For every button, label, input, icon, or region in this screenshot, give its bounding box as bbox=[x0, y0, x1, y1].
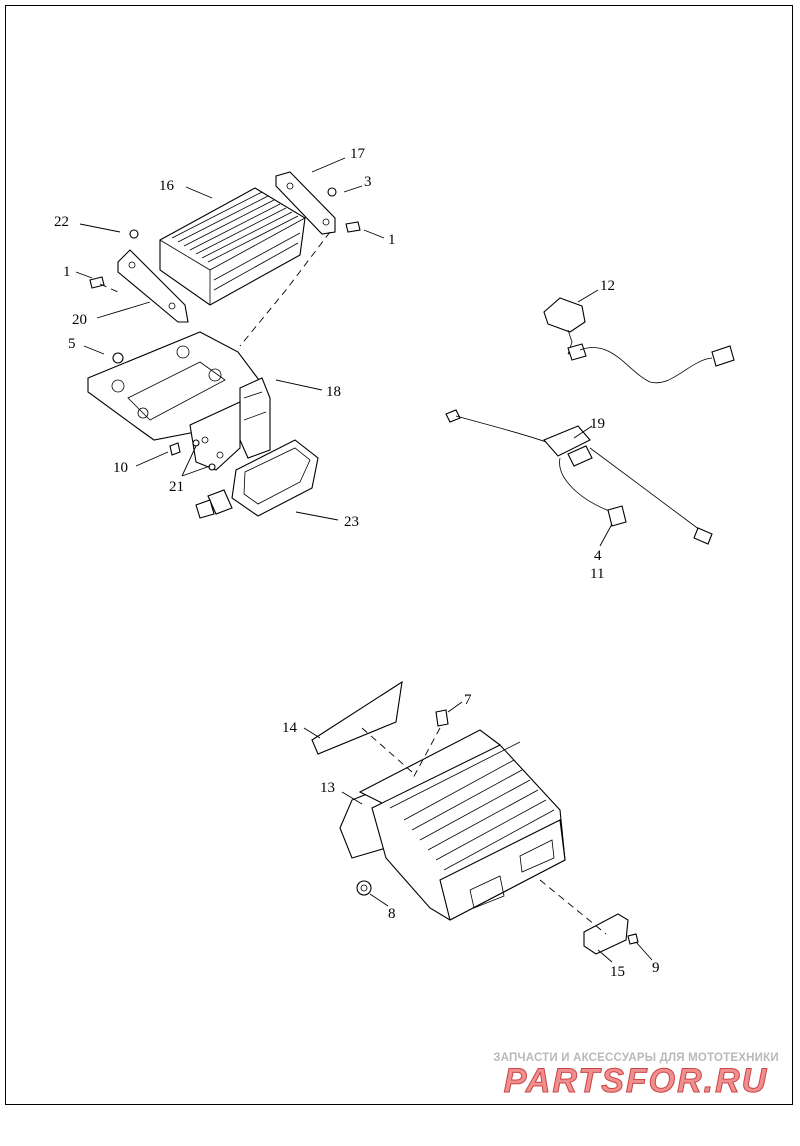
bracket-part-18 bbox=[239, 377, 271, 459]
callout-20: 20 bbox=[72, 312, 87, 328]
panel-part-14 bbox=[311, 680, 403, 755]
watermark-logo: PARTSFOR.RU bbox=[503, 1062, 769, 1101]
screw-part-9 bbox=[627, 933, 639, 945]
nut-part-8 bbox=[356, 880, 372, 896]
callout-11: 11 bbox=[590, 566, 604, 582]
lower-bracket-plate bbox=[189, 401, 241, 471]
bracket-part-17 bbox=[275, 171, 336, 235]
callout-17: 17 bbox=[350, 146, 366, 162]
callout-21: 21 bbox=[169, 479, 184, 495]
screw-part-7 bbox=[435, 709, 449, 727]
callout-labels: 16 17 3 1 22 1 20 5 18 10 21 23 12 19 4 … bbox=[54, 146, 660, 980]
callout-8: 8 bbox=[388, 906, 396, 922]
fastener-part-10 bbox=[169, 442, 181, 456]
watermark-tagline: ЗАПЧАСТИ И АКСЕССУАРЫ ДЛЯ МОТОТЕХНИКИ bbox=[493, 1052, 779, 1064]
callout-7: 7 bbox=[464, 692, 472, 708]
wire-harness-part-19 bbox=[445, 409, 713, 545]
callout-5: 5 bbox=[68, 336, 76, 352]
gps-antenna-part-12 bbox=[543, 297, 735, 384]
callout-22: 22 bbox=[54, 214, 69, 230]
callout-16: 16 bbox=[159, 178, 175, 194]
watermark: ЗАПЧАСТИ И АКСЕССУАРЫ ДЛЯ МОТОТЕХНИКИ PA… bbox=[486, 1052, 786, 1101]
screw-part-22 bbox=[129, 229, 139, 239]
amplifier-part-16 bbox=[159, 187, 306, 306]
callout-10: 10 bbox=[113, 460, 128, 476]
leader-lines bbox=[75, 157, 653, 963]
callout-9: 9 bbox=[652, 960, 660, 976]
callout-4: 4 bbox=[594, 548, 602, 564]
screw-part-1-left bbox=[89, 276, 105, 289]
drawing-border bbox=[5, 5, 793, 1105]
assembly-dashed-lines bbox=[99, 231, 607, 935]
module-part-23 bbox=[195, 439, 319, 519]
callout-19: 19 bbox=[590, 416, 605, 432]
callout-1-right: 1 bbox=[388, 232, 396, 248]
callout-3: 3 bbox=[364, 174, 372, 190]
callout-12: 12 bbox=[600, 278, 615, 294]
bracket-part-20 bbox=[117, 249, 189, 323]
head-unit-part-13 bbox=[339, 729, 566, 921]
screw-part-1-right bbox=[345, 221, 361, 233]
nut-part-3 bbox=[327, 187, 337, 197]
callout-1-left: 1 bbox=[63, 264, 71, 280]
callout-18: 18 bbox=[326, 384, 341, 400]
callout-14: 14 bbox=[282, 720, 298, 736]
callout-23: 23 bbox=[344, 514, 359, 530]
callout-13: 13 bbox=[320, 780, 335, 796]
callout-15: 15 bbox=[610, 964, 625, 980]
